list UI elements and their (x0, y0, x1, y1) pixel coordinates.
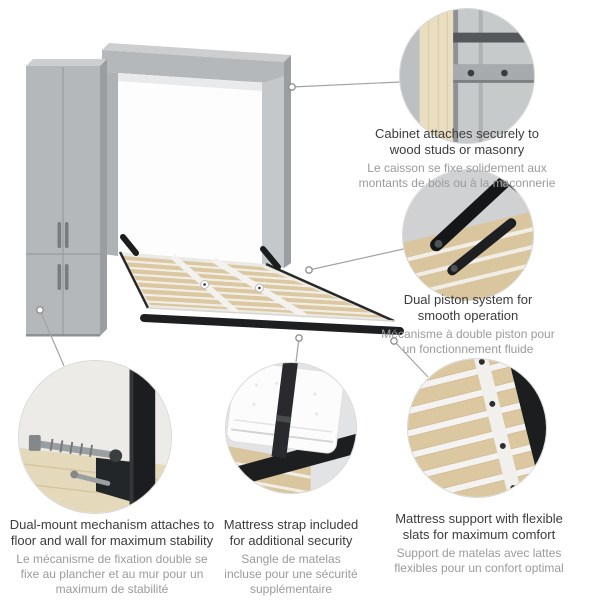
detail-circle-strap (225, 362, 357, 494)
callout-strap-title: Mattress strap included for additional s… (223, 517, 359, 548)
callout-strap-subtitle-fr: Sangle de matelas incluse pour une sécur… (224, 552, 358, 596)
bed-surround (102, 43, 291, 268)
strap-detail-image (226, 363, 356, 493)
callout-dual-mount-subtitle-fr: Le mécanisme de fixation double se fixe … (16, 552, 208, 596)
cabinet-mount-detail-image (400, 9, 534, 143)
door-handle (64, 222, 69, 248)
piston-arms (120, 234, 281, 270)
dual-mount-detail-image (19, 361, 171, 513)
mattress-strap-band (271, 363, 299, 459)
leg-bar (140, 314, 404, 335)
slat-gaps (124, 259, 379, 316)
bolt-threads (49, 438, 94, 457)
callout-piston-title: Dual piston system for smooth operation (403, 292, 533, 323)
piston-detail-image (403, 170, 533, 300)
callout-cabinet-mount: Cabinet attaches securely to wood studs … (332, 126, 582, 191)
slats-detail-image (408, 359, 546, 497)
callout-strap: Mattress strap included for additional s… (188, 517, 394, 597)
callout-slats: Mattress support with flexible slats for… (360, 511, 598, 576)
bed-deck (118, 251, 404, 335)
callout-slats-title: Mattress support with flexible slats for… (395, 511, 563, 542)
door-handle (64, 264, 69, 290)
door-handle (57, 222, 62, 248)
detail-circle-piston (402, 169, 534, 301)
callout-piston: Dual piston system for smooth operation … (352, 292, 584, 357)
storage-cabinet (26, 59, 107, 337)
detail-circle-dual-mount (18, 360, 172, 514)
callout-dual-mount: Dual-mount mechanism attaches to floor a… (0, 517, 224, 597)
callout-slats-subtitle-fr: Support de matelas avec lattes flexibles… (394, 546, 564, 575)
detail-circle-cabinet-mount (399, 8, 535, 144)
door-handle (57, 264, 62, 290)
mattress (226, 363, 345, 459)
murphy-bed-illustration (26, 43, 404, 337)
callout-piston-subtitle-fr: Mécanisme à double piston pour un foncti… (381, 327, 555, 356)
callout-cabinet-mount-subtitle-fr: Le caisson se fixe solidement aux montan… (358, 161, 556, 190)
detail-circle-slats (407, 358, 547, 498)
callout-cabinet-mount-title: Cabinet attaches securely to wood studs … (374, 126, 540, 157)
callout-dual-mount-title: Dual-mount mechanism attaches to floor a… (9, 517, 215, 548)
